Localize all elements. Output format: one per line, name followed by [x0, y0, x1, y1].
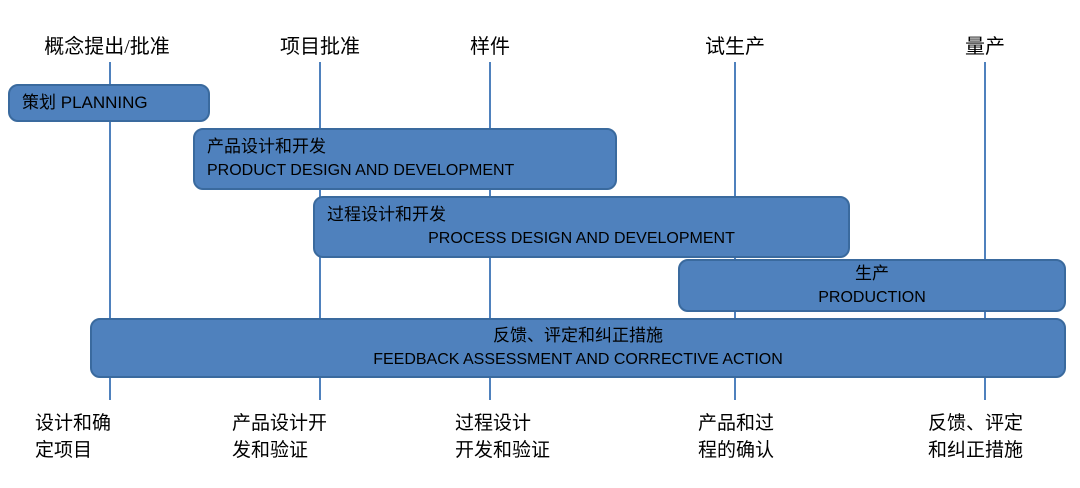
phase-product-zh: 产品设计和开发	[207, 137, 326, 156]
deliverable-validation-line1: 产品和过	[698, 413, 775, 434]
phase-feedback-zh: 反馈、评定和纠正措施	[493, 326, 663, 345]
deliverable-label-product-verification: 产品设计开 发和验证	[232, 410, 327, 464]
deliverable-label-process-verification: 过程设计 开发和验证	[455, 410, 550, 464]
deliverable-product-line1: 产品设计开	[232, 413, 328, 434]
phase-production-zh: 生产	[855, 263, 889, 283]
phase-planning-zh: 策划	[22, 93, 56, 112]
milestone-label-program-approval: 项目批准	[280, 36, 360, 58]
deliverable-product-line2: 发和验证	[232, 440, 309, 461]
deliverable-label-validation: 产品和过 程的确认	[698, 410, 774, 464]
milestone-line-launch	[984, 62, 986, 400]
phase-process-zh: 过程设计和开发	[327, 205, 446, 224]
phase-bar-planning-label: 策划 PLANNING	[10, 91, 208, 115]
milestone-line-concept	[109, 62, 111, 400]
deliverable-process-line2: 开发和验证	[455, 440, 551, 461]
phase-planning-en: PLANNING	[60, 93, 148, 112]
deliverable-corrective-line1: 反馈、评定	[928, 413, 1024, 434]
phase-bar-product-design: 产品设计和开发 PRODUCT DESIGN AND DEVELOPMENT	[193, 128, 617, 190]
milestone-label-pilot: 试生产	[705, 36, 765, 58]
phase-process-en: PROCESS DESIGN AND DEVELOPMENT	[428, 230, 735, 247]
phase-product-en: PRODUCT DESIGN AND DEVELOPMENT	[207, 162, 515, 179]
phase-bar-process-design: 过程设计和开发 PROCESS DESIGN AND DEVELOPMENT	[313, 196, 850, 258]
deliverable-label-corrective-action: 反馈、评定 和纠正措施	[928, 410, 1023, 464]
deliverable-label-define-program: 设计和确 定项目	[35, 410, 111, 464]
deliverable-corrective-line2: 和纠正措施	[928, 440, 1024, 461]
phase-bar-feedback: 反馈、评定和纠正措施 FEEDBACK ASSESSMENT AND CORRE…	[90, 318, 1066, 378]
milestone-label-launch: 量产	[965, 36, 1005, 58]
deliverable-validation-line2: 程的确认	[698, 440, 775, 461]
deliverable-define-line2: 定项目	[35, 440, 93, 461]
phase-bar-planning: 策划 PLANNING	[8, 84, 210, 122]
phase-production-en: PRODUCTION	[818, 288, 926, 306]
phase-bar-production: 生产 PRODUCTION	[678, 259, 1066, 312]
deliverable-define-line1: 设计和确	[35, 413, 112, 434]
deliverable-process-line1: 过程设计	[455, 413, 532, 434]
phase-feedback-en: FEEDBACK ASSESSMENT AND CORRECTIVE ACTIO…	[373, 351, 783, 368]
milestone-label-concept: 概念提出/批准	[44, 36, 170, 58]
milestone-label-prototype: 样件	[470, 36, 510, 58]
